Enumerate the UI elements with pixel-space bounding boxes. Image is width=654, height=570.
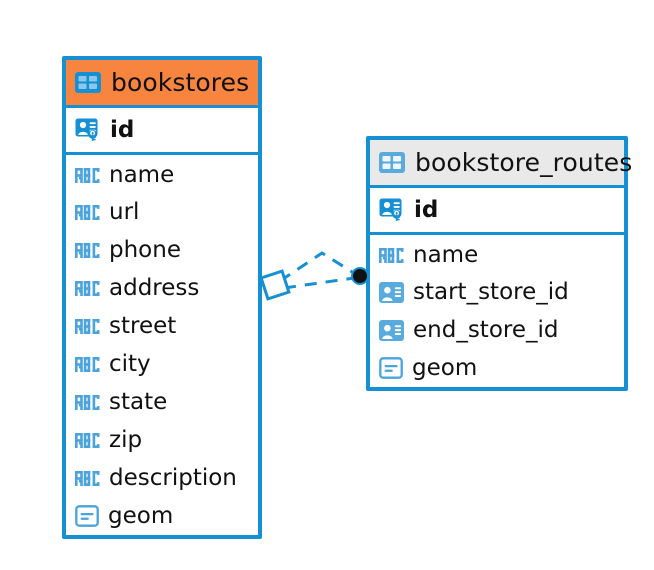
attribute-row-state[interactable]: state — [66, 383, 258, 421]
attribute-name: city — [109, 350, 151, 377]
relationship-line-lower — [283, 276, 355, 290]
diamond-marker — [259, 269, 291, 301]
attribute-name: id — [110, 116, 135, 143]
attribute-name: name — [413, 241, 479, 268]
table-icon — [75, 72, 101, 93]
text-type-icon — [75, 432, 100, 448]
text-type-icon — [379, 247, 404, 263]
attribute-row-url[interactable]: url — [66, 193, 258, 231]
foreign-key-icon — [379, 319, 404, 341]
attribute-row-zip[interactable]: zip — [66, 421, 258, 459]
text-type-icon — [75, 242, 100, 258]
attribute-name: state — [109, 388, 168, 415]
attribute-row-address[interactable]: address — [66, 269, 258, 307]
entity-bookstore-routes[interactable]: bookstore_routes id — [366, 136, 632, 391]
text-type-icon — [75, 318, 100, 334]
attribute-row-start-store-id[interactable]: start_store_id — [370, 273, 624, 311]
attribute-row-phone[interactable]: phone — [66, 231, 258, 269]
attribute-row-name[interactable]: name — [370, 235, 624, 273]
entity-bookstore-routes-title: bookstore_routes — [415, 148, 633, 177]
attribute-row-id[interactable]: id — [370, 188, 624, 235]
text-type-icon — [75, 204, 100, 220]
relationship-line-upper — [279, 251, 358, 283]
attribute-row-end-store-id[interactable]: end_store_id — [370, 311, 624, 349]
attribute-row-geom[interactable]: geom — [370, 349, 624, 387]
text-type-icon — [75, 280, 100, 296]
attribute-name: geom — [412, 354, 478, 381]
attribute-row-street[interactable]: street — [66, 307, 258, 345]
attribute-row-geom[interactable]: geom — [66, 497, 258, 535]
attribute-name: zip — [109, 426, 143, 453]
entity-bookstores-header[interactable]: bookstores — [66, 60, 258, 108]
entity-bookstore-routes-attributes: id name — [370, 188, 624, 387]
text-type-icon — [75, 167, 100, 183]
entity-bookstore-routes-header[interactable]: bookstore_routes — [370, 140, 632, 188]
attribute-name: address — [109, 274, 200, 301]
geometry-type-icon — [379, 357, 403, 379]
attribute-row-name[interactable]: name — [66, 155, 258, 193]
attribute-name: geom — [108, 502, 174, 529]
primary-key-icon — [379, 198, 402, 221]
attribute-name: description — [109, 464, 237, 491]
attribute-row-id[interactable]: id — [66, 108, 258, 155]
text-type-icon — [75, 470, 100, 486]
foreign-key-icon — [379, 281, 404, 303]
attribute-name: url — [109, 198, 140, 225]
attribute-name: id — [414, 196, 439, 223]
entity-bookstores-attributes: id — [66, 108, 258, 535]
entity-bookstores[interactable]: bookstores id — [62, 56, 262, 539]
text-type-icon — [75, 394, 100, 410]
attribute-name: street — [109, 312, 177, 339]
attribute-name: start_store_id — [413, 278, 569, 305]
table-icon — [379, 152, 405, 173]
attribute-row-city[interactable]: city — [66, 345, 258, 383]
attribute-row-description[interactable]: description — [66, 459, 258, 497]
attribute-name: phone — [109, 236, 181, 263]
primary-key-icon — [75, 118, 98, 141]
attribute-name: end_store_id — [413, 316, 559, 343]
attribute-name: name — [109, 161, 175, 188]
entity-bookstores-title: bookstores — [111, 68, 250, 97]
geometry-type-icon — [75, 505, 99, 527]
text-type-icon — [75, 356, 100, 372]
